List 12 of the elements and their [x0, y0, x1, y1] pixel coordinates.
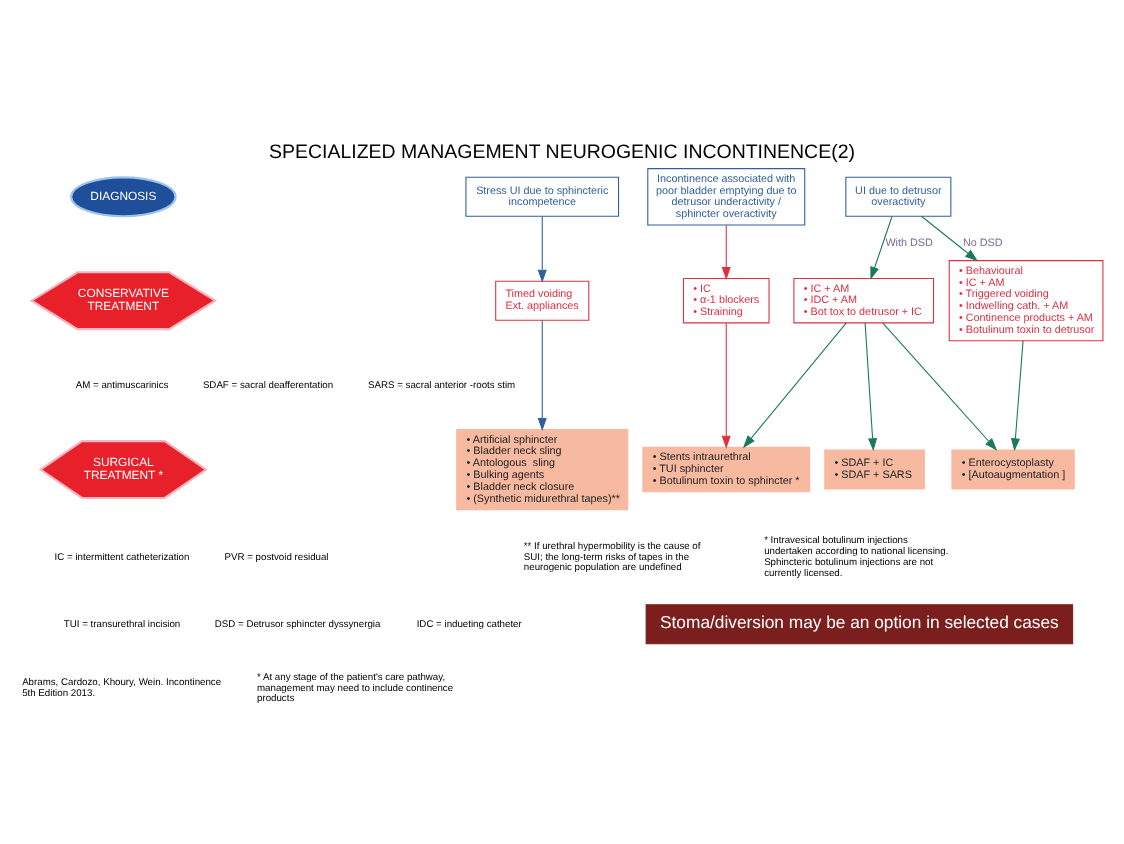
arrow: [1010, 339, 1024, 451]
arrow: [537, 318, 547, 431]
arrow: [870, 215, 893, 279]
arrow: [882, 321, 998, 450]
diagram-title: SPECIALIZED MANAGEMENT NEUROGENIC INCONTINENCE(2): [269, 141, 855, 164]
arrow: [920, 214, 978, 261]
node-box: Stoma/diversion may be an option in selected cases: [645, 603, 1074, 644]
arrow: [721, 321, 731, 448]
arrow: [721, 223, 731, 280]
arrow: [864, 321, 878, 451]
arrow: [742, 321, 847, 448]
arrow: [537, 215, 547, 282]
